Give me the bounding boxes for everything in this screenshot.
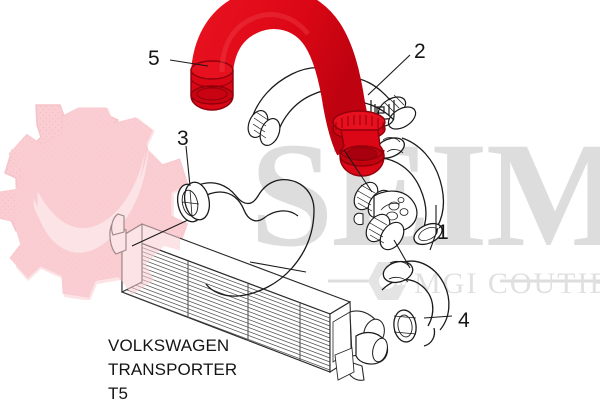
- leader-line-4: [423, 315, 453, 319]
- callout-2: 2: [414, 40, 426, 63]
- leader-line-3: [185, 145, 191, 187]
- gear-overlay-on-core: [16, 108, 180, 300]
- hairline-coupling-to-part4: [393, 239, 411, 269]
- part-5-highlight-sheen: [219, 12, 310, 73]
- hairline-part3-to-core: [131, 219, 189, 247]
- watermark-seim-text: SEIM: [250, 112, 600, 278]
- part-1-coupling: [353, 181, 418, 251]
- callout-1: 1: [437, 221, 449, 244]
- part-1-lower-collar: [365, 213, 405, 251]
- part-3-inlet-hose: [176, 179, 315, 297]
- callout-3: 3: [177, 127, 189, 150]
- intercooler-struts: [187, 261, 301, 360]
- leader-line-1-stub: [429, 227, 439, 251]
- leader-line-2: [367, 54, 411, 96]
- part-2-cuff-left: [247, 109, 281, 147]
- intercooler-outlet-stub: [355, 331, 389, 365]
- watermark-company-text: MGI COUTIER: [414, 267, 600, 300]
- part-2-cuff-right: [377, 94, 417, 130]
- callout-5: 5: [148, 47, 160, 70]
- hairline-red-to-coupling: [343, 149, 373, 193]
- hairline-part3-to-core-2: [249, 261, 307, 273]
- part-5-collar-ribs: [335, 115, 384, 130]
- leader-line-5: [169, 59, 209, 67]
- part-3-cuff: [176, 181, 211, 223]
- vehicle-application-label: VOLKSWAGEN TRANSPORTER T5: [108, 336, 238, 400]
- seim-watermark: SEIM: [250, 112, 600, 278]
- callout-4: 4: [458, 309, 470, 332]
- part-4-lower-hose: [381, 260, 450, 347]
